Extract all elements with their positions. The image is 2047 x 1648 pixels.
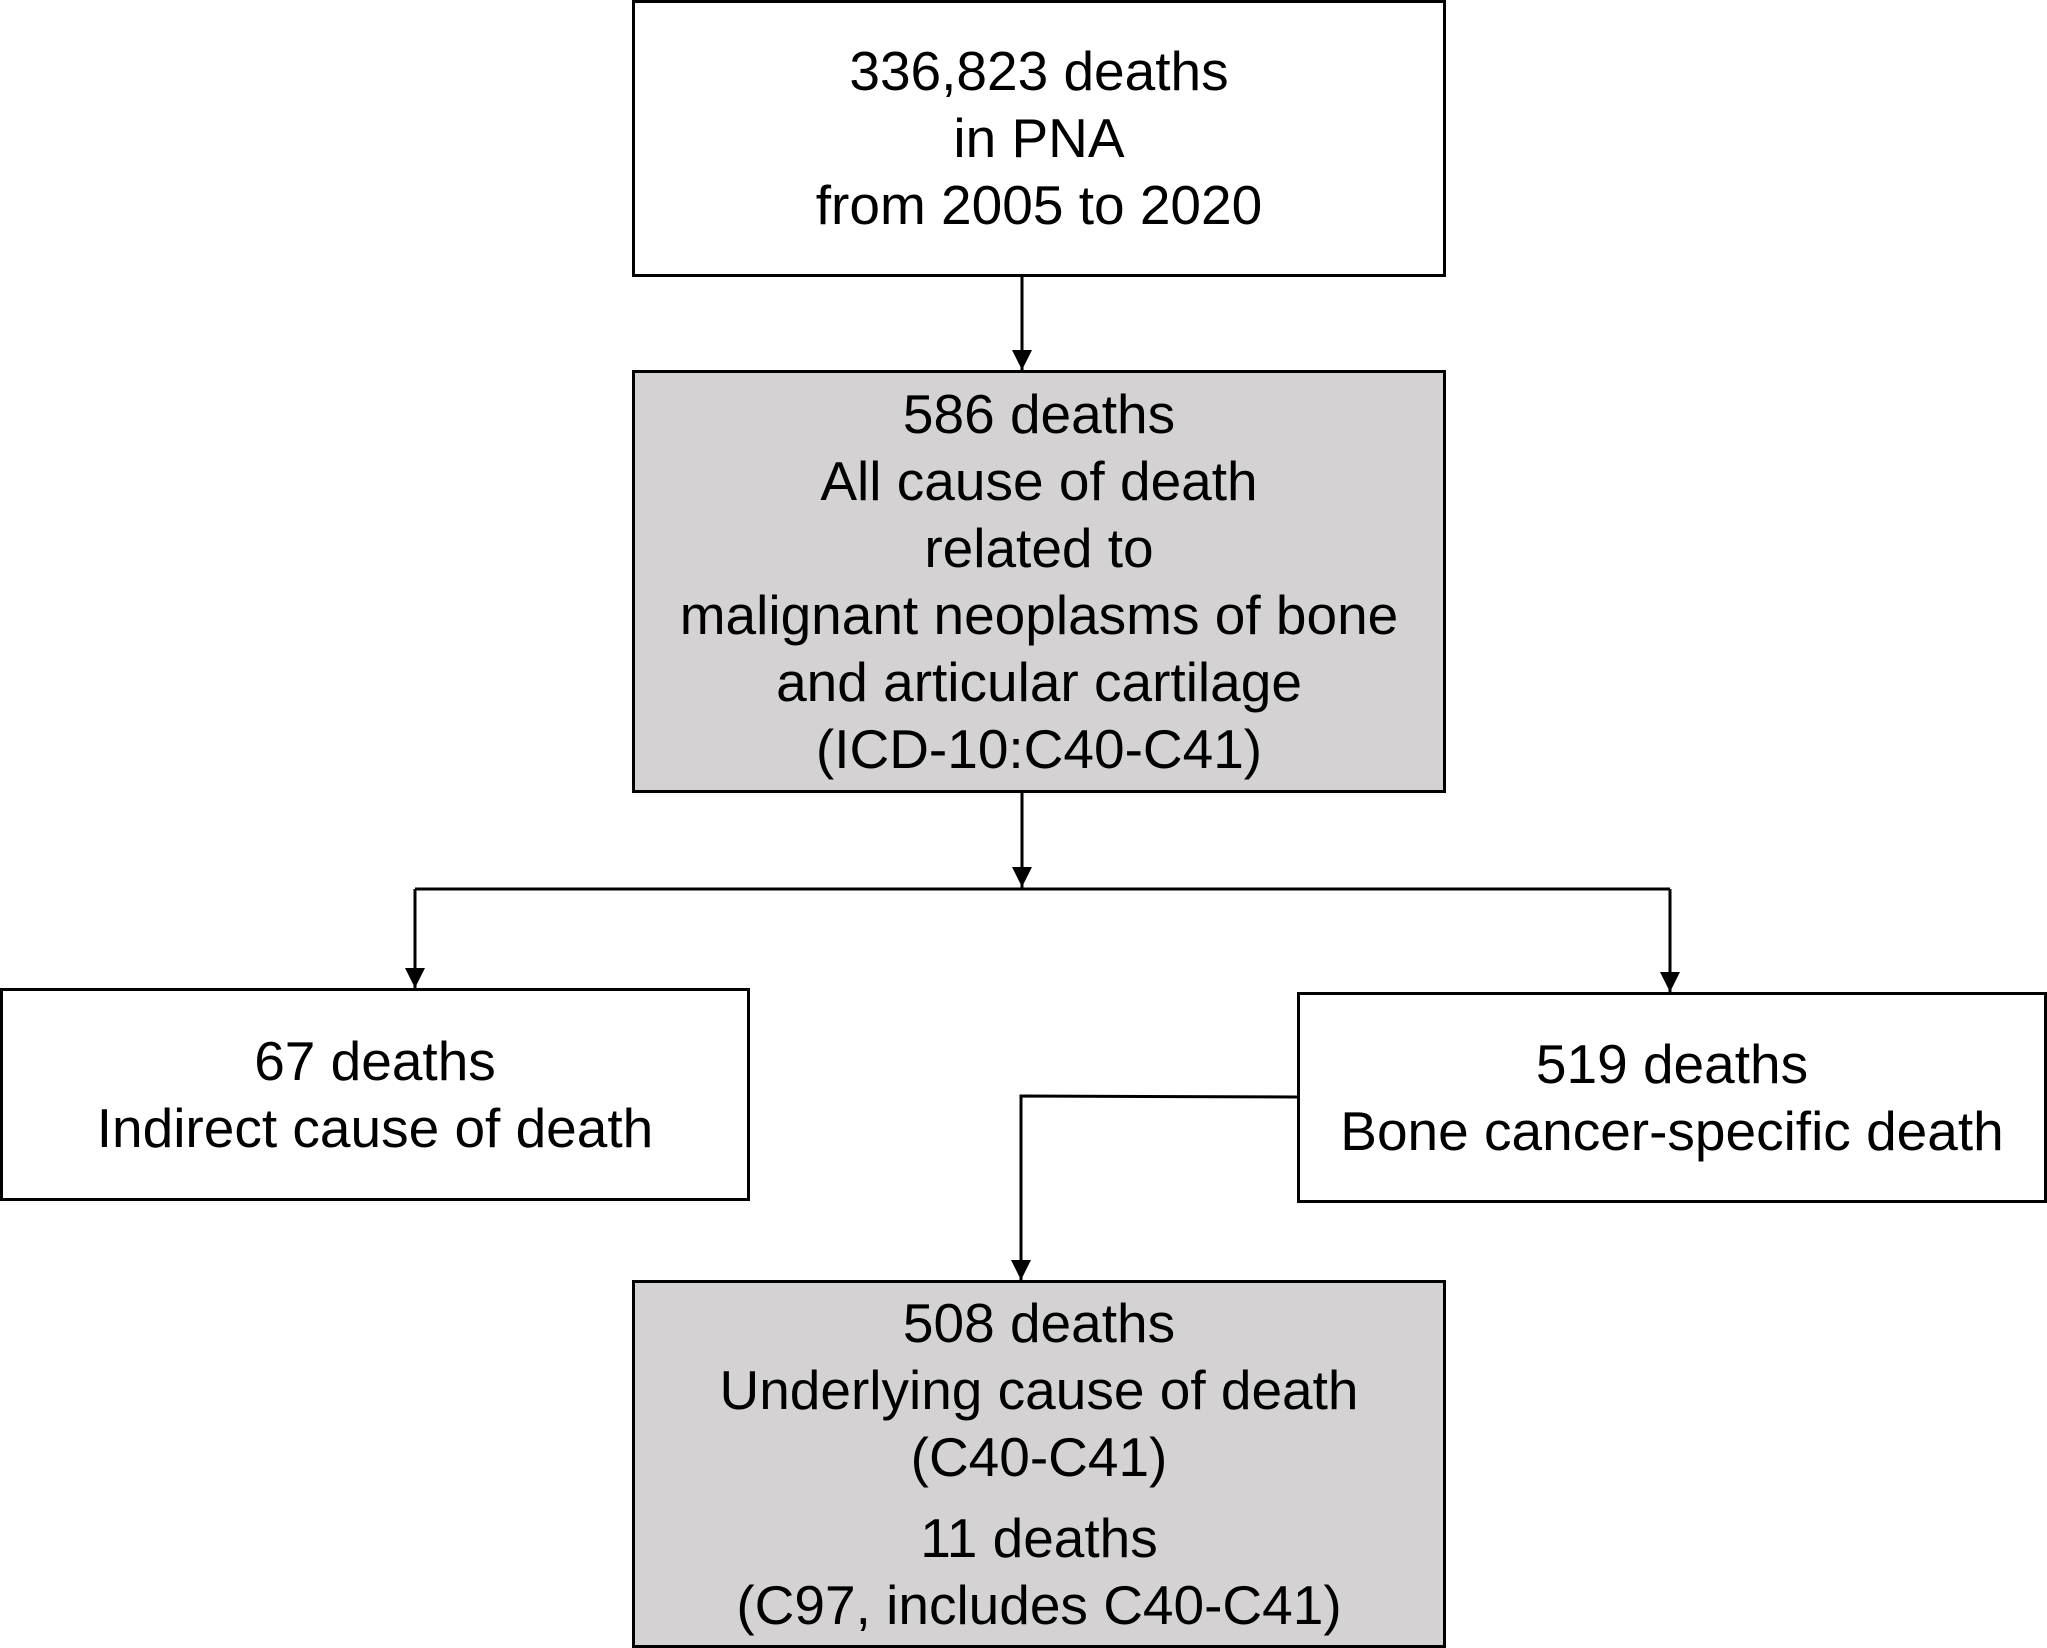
arrowhead-4 <box>1660 972 1680 992</box>
underlying-cause-box: 508 deaths Underlying cause of death (C4… <box>632 1280 1446 1648</box>
connector-specific-to-underlying <box>1019 1094 1298 1280</box>
cancer-specific-box: 519 deaths Bone cancer-specific death <box>1297 992 2047 1203</box>
total-deaths-region: in PNA <box>953 107 1125 169</box>
total-deaths-period: from 2005 to 2020 <box>815 174 1263 236</box>
underlying-count: 508 deaths <box>902 1291 1176 1354</box>
arrowhead-1 <box>1012 350 1032 370</box>
specific-label: Bone cancer-specific death <box>1340 1099 2004 1162</box>
c97-count: 11 deaths <box>920 1506 1158 1569</box>
underlying-label: Underlying cause of death <box>719 1358 1359 1421</box>
all-cause-deaths-box: 586 deaths All cause of death related to… <box>632 370 1446 793</box>
arrowhead-2 <box>1012 867 1032 887</box>
indirect-label: Indirect cause of death <box>96 1096 654 1159</box>
all-cause-line-3: related to <box>924 516 1154 579</box>
indirect-cause-box: 67 deaths Indirect cause of death <box>0 988 750 1201</box>
all-cause-line-5: and articular cartilage <box>776 650 1302 713</box>
arrowhead-5 <box>1011 1260 1031 1280</box>
arrowhead-3 <box>405 968 425 988</box>
all-cause-line-2: All cause of death <box>820 449 1258 512</box>
all-cause-line-4: malignant neoplasms of bone <box>679 583 1399 646</box>
c97-code: (C97, includes C40-C41) <box>736 1573 1342 1636</box>
all-cause-count: 586 deaths <box>902 382 1176 445</box>
total-deaths-count: 336,823 deaths <box>849 40 1229 102</box>
all-cause-icd-code: (ICD-10:C40-C41) <box>815 717 1263 780</box>
underlying-code: (C40-C41) <box>910 1425 1168 1488</box>
total-deaths-box: 336,823 deaths in PNA from 2005 to 2020 <box>632 0 1446 277</box>
specific-count: 519 deaths <box>1535 1032 1809 1095</box>
indirect-count: 67 deaths <box>254 1029 496 1092</box>
